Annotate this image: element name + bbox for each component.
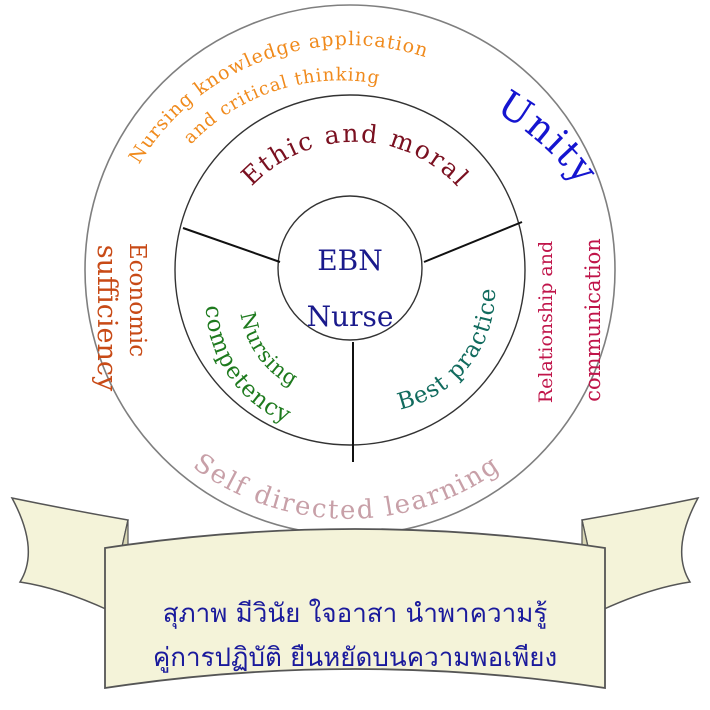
center-label-ebn: EBN xyxy=(317,244,383,277)
economic-label: Economic xyxy=(124,243,150,357)
divider-right xyxy=(423,221,523,263)
banner-line2: คู่การปฏิบัติ ยืนหยัดบนความพอเพียง xyxy=(153,643,557,673)
communication-label: communication xyxy=(581,238,605,402)
ribbon-main-band xyxy=(104,528,606,690)
ribbon-banner xyxy=(10,496,700,690)
ribbon-right-tail xyxy=(581,496,700,612)
center-circle xyxy=(277,195,423,341)
sufficiency-label: sufficiency xyxy=(91,245,122,392)
ribbon-left-tail xyxy=(10,496,129,612)
divider-left xyxy=(182,227,281,263)
center-label-nurse: Nurse xyxy=(307,300,394,333)
relationship-label: Relationship and xyxy=(535,241,557,403)
banner-line1: สุภาพ มีวินัย ใจอาสา นำพาความรู้ xyxy=(163,599,548,629)
